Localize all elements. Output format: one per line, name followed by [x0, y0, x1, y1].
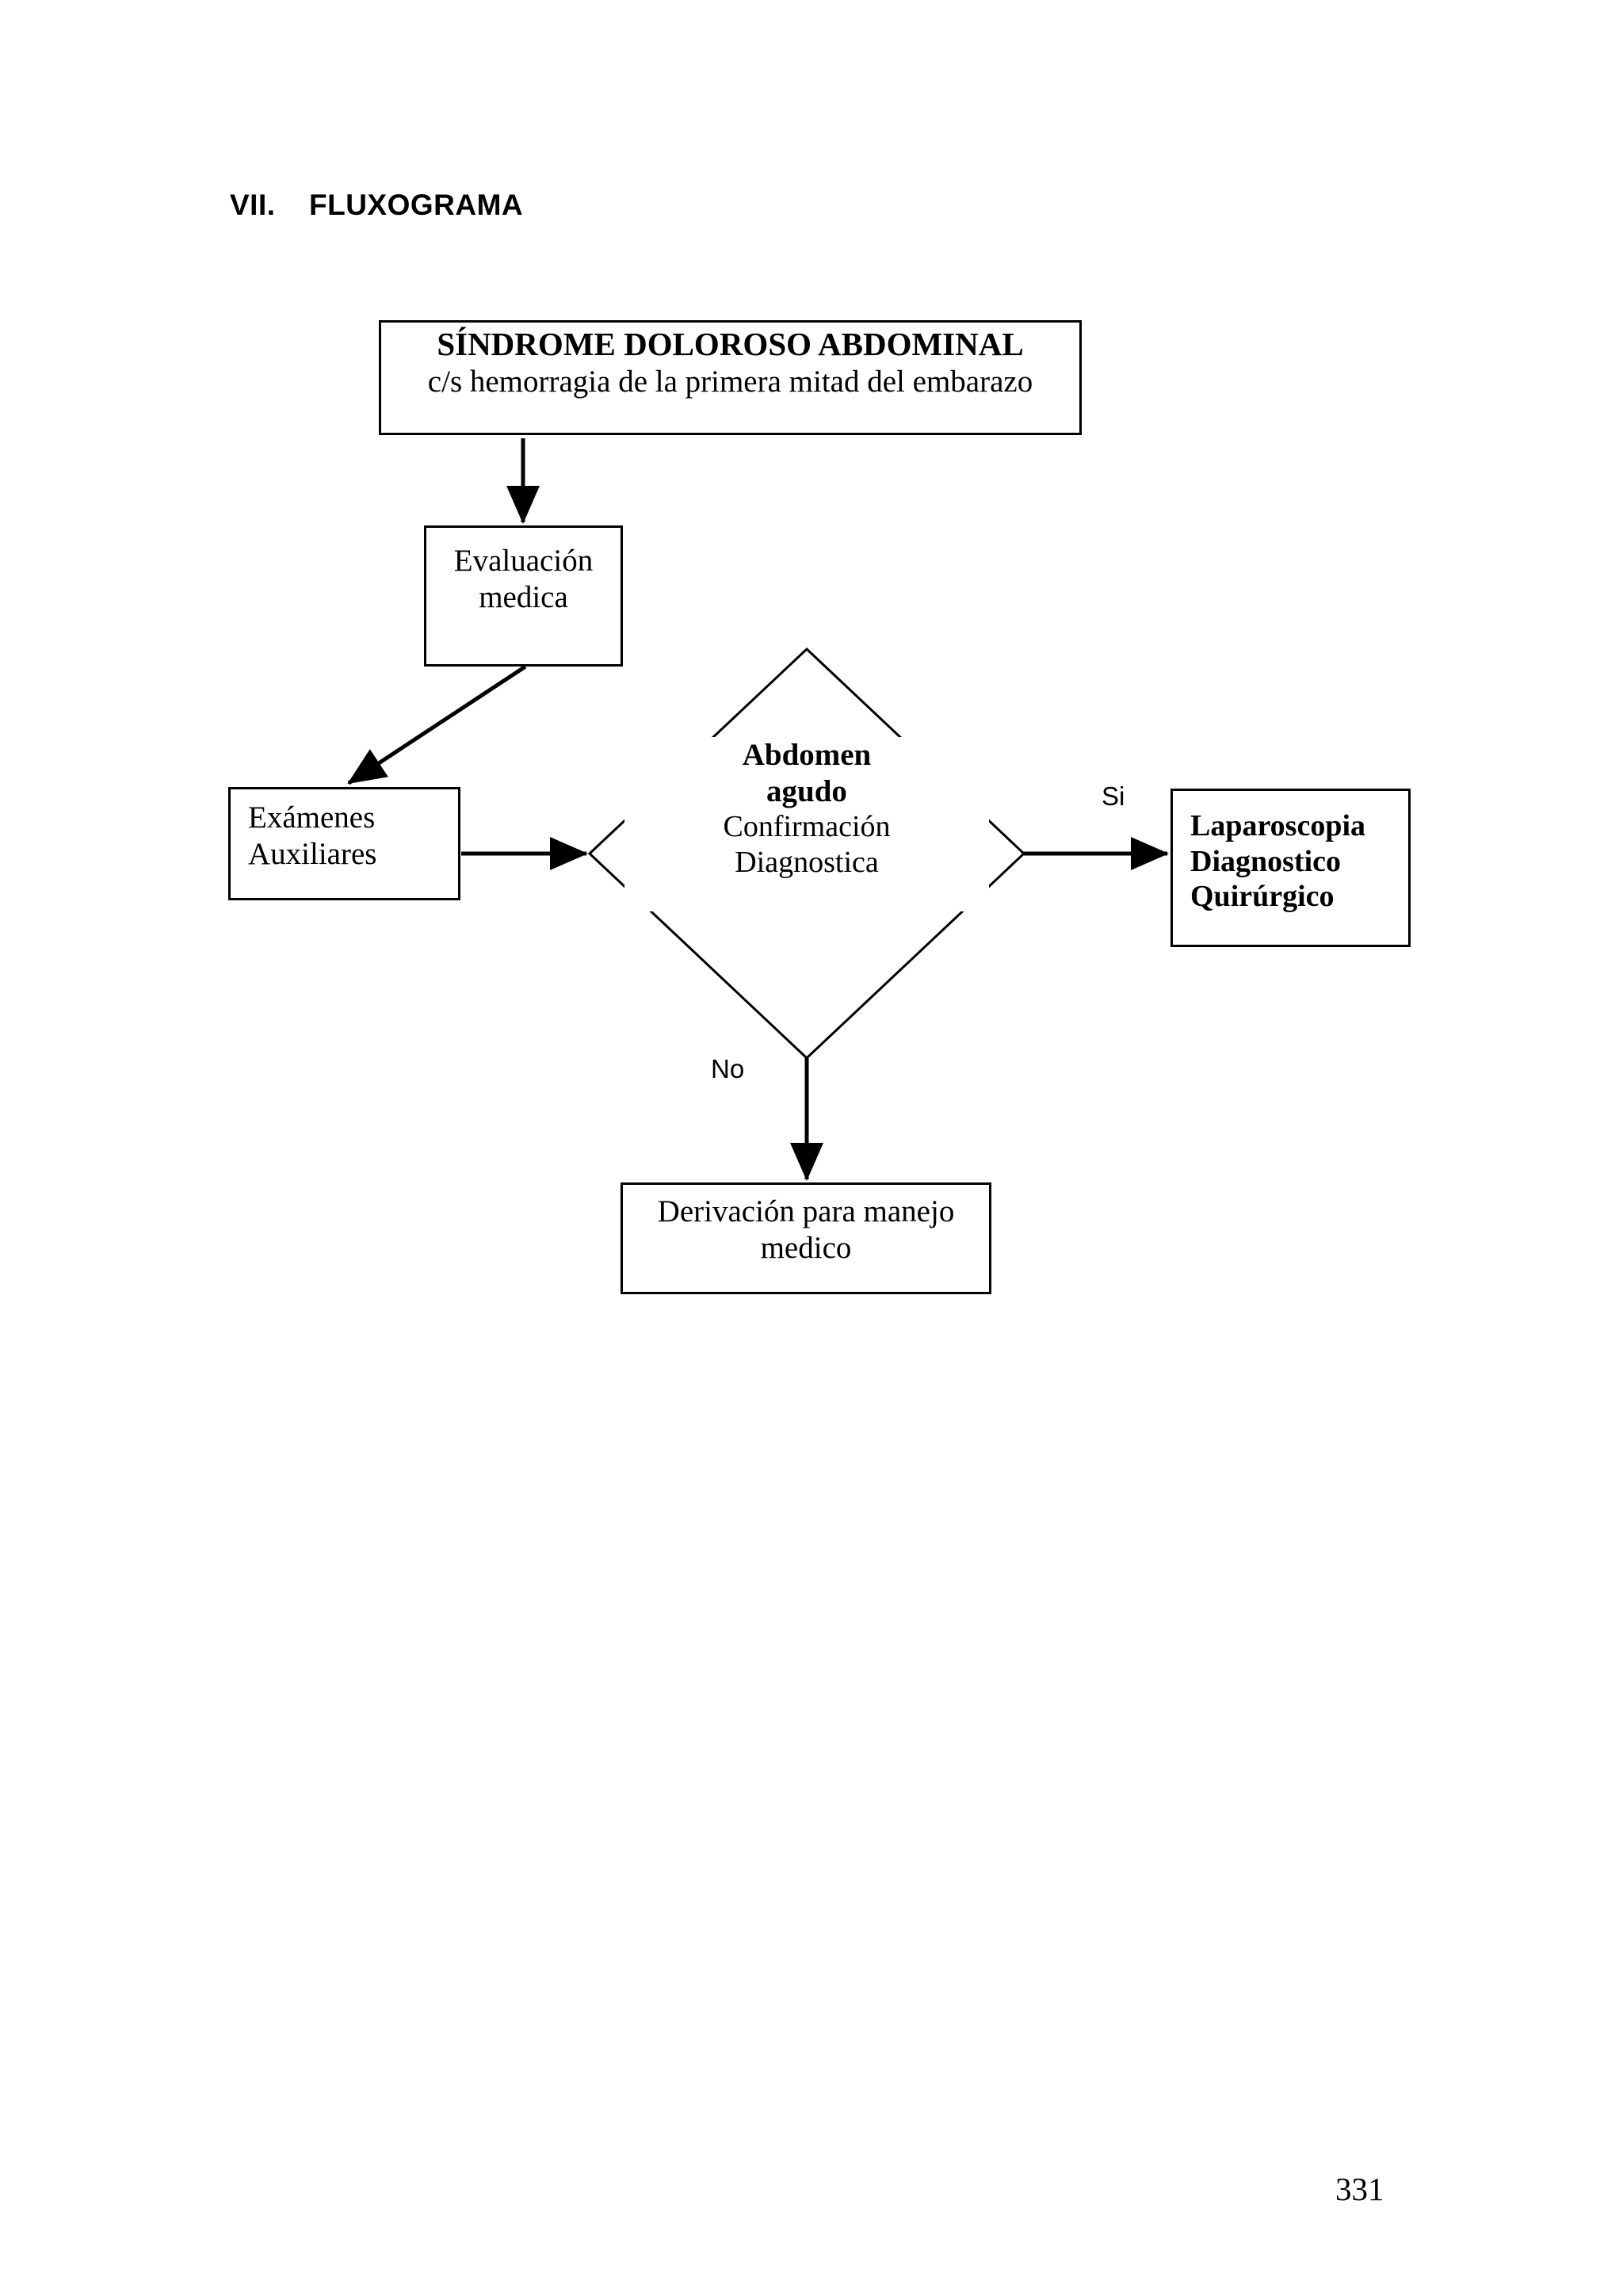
node-abdomen-agudo-decision: Abdomen agudo Confirmación Diagnostica: [624, 737, 989, 911]
node-derivacion-line-2: medico: [760, 1230, 852, 1265]
node-derivacion-line-1: Derivación para manejo: [657, 1194, 955, 1228]
section-number: VII.: [230, 189, 276, 221]
node-examenes-auxiliares: Exámenes Auxiliares: [228, 787, 460, 900]
edge-evaluacion-to-examenes: [347, 664, 527, 785]
node-title-line-2: c/s hemorragia de la primera mitad del e…: [427, 364, 1033, 399]
node-laparoscopia-line-1: Laparoscopia: [1190, 809, 1366, 843]
node-derivacion-manejo-medico: Derivación para manejo medico: [621, 1182, 991, 1294]
edge-label-no: No: [711, 1054, 745, 1083]
node-title-line-1: SÍNDROME DOLOROSO ABDOMINAL: [437, 326, 1024, 362]
node-evaluacion-line-1: Evaluación: [453, 544, 594, 579]
edge-label-si: Si: [1102, 781, 1125, 811]
page-number: 331: [1335, 2171, 1384, 2207]
section-title: FLUXOGRAMA: [309, 189, 524, 221]
node-decision-line-4: Diagnostica: [735, 845, 879, 879]
node-sindrome-doloroso-abdominal: SÍNDROME DOLOROSO ABDOMINAL c/s hemorrag…: [379, 320, 1082, 435]
node-examenes-line-2: Auxiliares: [248, 836, 377, 871]
section-heading: VII. FLUXOGRAMA: [230, 189, 523, 222]
node-examenes-line-1: Exámenes: [248, 800, 376, 835]
node-laparoscopia-line-3: Quirúrgico: [1190, 880, 1335, 914]
node-decision-line-3: Confirmación: [723, 810, 891, 844]
node-decision-line-2: agudo: [766, 774, 847, 808]
node-decision-line-1: Abdomen: [742, 738, 872, 772]
node-laparoscopia-diagnostico-quirurgico: Laparoscopia Diagnostico Quirúrgico: [1170, 789, 1411, 947]
node-evaluacion-line-2: medica: [479, 580, 568, 614]
node-laparoscopia-line-2: Diagnostico: [1190, 844, 1341, 878]
node-evaluacion-medica: Evaluación medica: [424, 525, 623, 667]
